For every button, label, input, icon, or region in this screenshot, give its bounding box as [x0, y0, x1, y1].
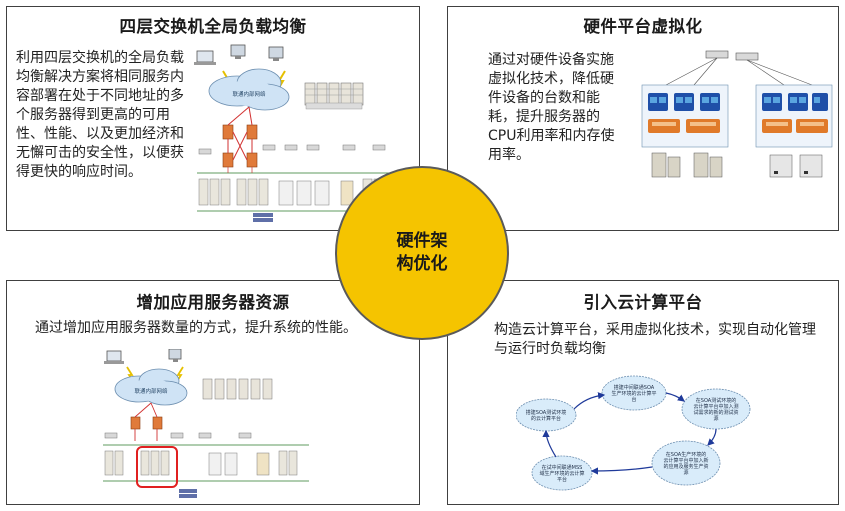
switch-icon [246, 152, 258, 168]
panel-title: 四层交换机全局负载均衡 [119, 17, 307, 36]
storage-icon [179, 489, 197, 498]
laptop-icon [194, 50, 216, 65]
panel-l4-load-balancing: 四层交换机全局负载均衡 利用四层交换机的全局负载均衡解决方案将相同服务内容部署在… [6, 6, 420, 231]
cloud-icon [208, 68, 290, 111]
panel-title: 硬件平台虚拟化 [583, 17, 703, 36]
cloud-icon [651, 440, 721, 486]
server-group-left [641, 84, 729, 148]
virtualization-diagram [641, 50, 833, 178]
cloud-label: 联通内部网络 [232, 90, 266, 98]
panel-description: 通过对硬件设备实施虚拟化技术，降低硬件设备的台数和能耗，提升服务器的CPU利用率… [488, 52, 615, 163]
center-label: 硬件架构优化 [396, 231, 448, 274]
panel-title: 增加应用服务器资源 [136, 293, 290, 312]
cloud-icon [114, 368, 188, 406]
cloud-text: 在SOA生产环境的云计算平台中加入新的应用及服务生产资源 [663, 451, 708, 476]
desktop-icon [168, 349, 182, 362]
storage-icon [253, 213, 273, 222]
panel-description: 利用四层交换机的全局负载均衡解决方案将相同服务内容部署在处于不同地址的多个服务器… [16, 50, 184, 180]
cloud-text: 在SOA测试环境的云计算平台中加入测试需求的新的测试资源 [693, 397, 738, 422]
switch-icon [152, 416, 163, 430]
panel-cloud-platform: 引入云计算平台 构造云计算平台，采用虚拟化技术，实现自动化管理与运行时负载均衡 … [447, 280, 839, 505]
panel-add-app-servers: 增加应用服务器资源 通过增加应用服务器数量的方式，提升系统的性能。 联通内部网络 [6, 280, 420, 505]
network-topology-diagram: 联通内部网络 [103, 349, 309, 498]
switch-icon [130, 416, 141, 430]
switch-icon [735, 52, 759, 61]
switch-icon [705, 50, 729, 59]
switch-icon [222, 124, 234, 140]
center-circle: 硬件架构优化 [335, 166, 509, 340]
panel-description: 构造云计算平台，采用虚拟化技术，实现自动化管理与运行时负载均衡 [494, 322, 816, 357]
highlight-box [136, 446, 178, 488]
panel-description: 通过增加应用服务器数量的方式，提升系统的性能。 [35, 320, 357, 336]
cloud-label: 联通内部网络 [134, 387, 168, 395]
desktop-icon [268, 46, 284, 61]
switch-icon [222, 152, 234, 168]
server-group-right [755, 84, 833, 148]
switch-icon [246, 124, 258, 140]
laptop-icon [104, 350, 124, 364]
desktop-icon [230, 44, 246, 59]
panel-hardware-virtualization: 硬件平台虚拟化 通过对硬件设备实施虚拟化技术，降低硬件设备的台数和能耗，提升服务… [447, 6, 839, 231]
panel-title: 引入云计算平台 [583, 293, 703, 312]
cloud-text: 搭建SOA测试环境的云计算平台 [526, 409, 566, 422]
